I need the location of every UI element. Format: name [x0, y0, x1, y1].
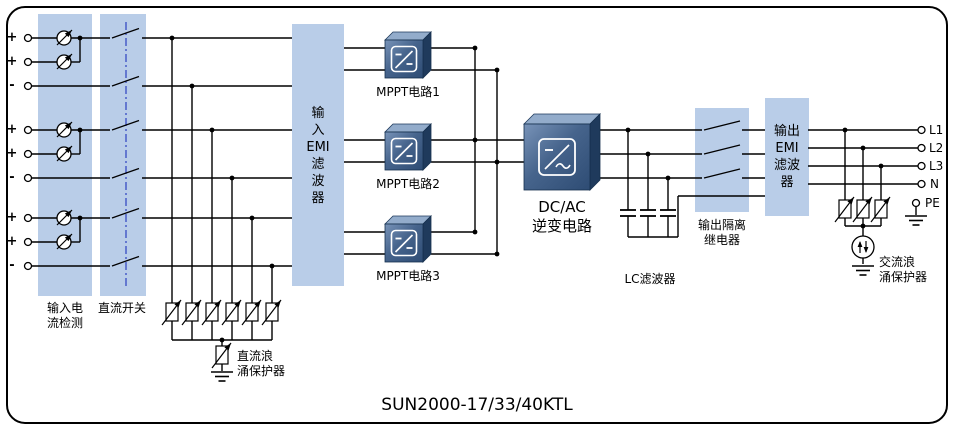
dc-switch-block — [100, 14, 146, 296]
diagram-border — [6, 6, 948, 424]
varistor-icon — [221, 297, 244, 326]
mppt2-label: MPPT电路2 — [376, 177, 440, 191]
diagram-title: SUN2000-17/33/40KTL — [381, 395, 573, 415]
inverter-label: DC/AC 逆变电路 — [531, 198, 592, 235]
input-polarity-label: + — [6, 146, 18, 161]
terminal-label-pe: PE — [925, 196, 940, 210]
output-relay-label: 输出隔离 继电器 — [697, 218, 746, 247]
input-polarity-label: - — [9, 78, 15, 93]
mppt1-label: MPPT电路1 — [376, 85, 440, 99]
inverter-box — [523, 113, 601, 191]
dc-switch-label: 直流开关 — [97, 301, 146, 315]
output-emi-filter-block — [765, 98, 809, 216]
varistor-icon — [261, 297, 284, 326]
mppt-boxes — [384, 31, 432, 263]
input-polarity-label: + — [6, 30, 18, 45]
terminal-label-l2: L2 — [929, 141, 944, 155]
input-polarity-label: + — [6, 210, 18, 225]
output-emi-filter-label: 输出 EMI 滤波 器 — [773, 124, 800, 190]
mppt3-label: MPPT电路3 — [376, 269, 440, 283]
junction-dots — [77, 35, 884, 343]
terminal-label-l1: L1 — [929, 123, 944, 137]
dc-ac-symbol — [538, 138, 576, 176]
lc-filter-label: LC滤波器 — [624, 272, 676, 286]
input-polarity-label: + — [6, 54, 18, 69]
input-current-detection-label: 输入电 流检测 — [46, 301, 83, 330]
varistor-icon — [241, 297, 264, 326]
terminal-label-l3: L3 — [929, 159, 944, 173]
input-polarity-label: - — [9, 258, 15, 273]
input-emi-filter-block — [292, 24, 344, 286]
input-emi-filter-label: 输 入 EMI 滤 波 器 — [306, 106, 330, 206]
varistor-icon — [161, 297, 184, 326]
gas-discharge-tube-icon — [851, 235, 875, 259]
varistor-icon — [870, 194, 893, 223]
varistor-icon — [201, 297, 224, 326]
mppt3-box — [384, 215, 432, 263]
mppt1-box — [384, 31, 432, 79]
varistor-icon — [834, 194, 857, 223]
input-polarity-label: + — [6, 234, 18, 249]
wires — [31, 27, 918, 371]
terminal-label-n: N — [930, 177, 939, 191]
varistor-icon — [852, 194, 875, 223]
ground-icon — [210, 371, 234, 382]
dc-surge-protector-label: 直流浪 涌保护器 — [237, 349, 286, 378]
varistor-icon — [211, 340, 234, 369]
sine-wave-glyph — [555, 163, 571, 169]
input-polarity-label: - — [9, 170, 15, 185]
ground-icon — [851, 265, 875, 276]
mppt2-box — [384, 123, 432, 171]
pe-ground-icon — [904, 215, 928, 226]
varistor-icon — [181, 297, 204, 326]
ac-surge-protector-label: 交流浪 涌保护器 — [879, 255, 928, 284]
input-polarity-label: + — [6, 122, 18, 137]
